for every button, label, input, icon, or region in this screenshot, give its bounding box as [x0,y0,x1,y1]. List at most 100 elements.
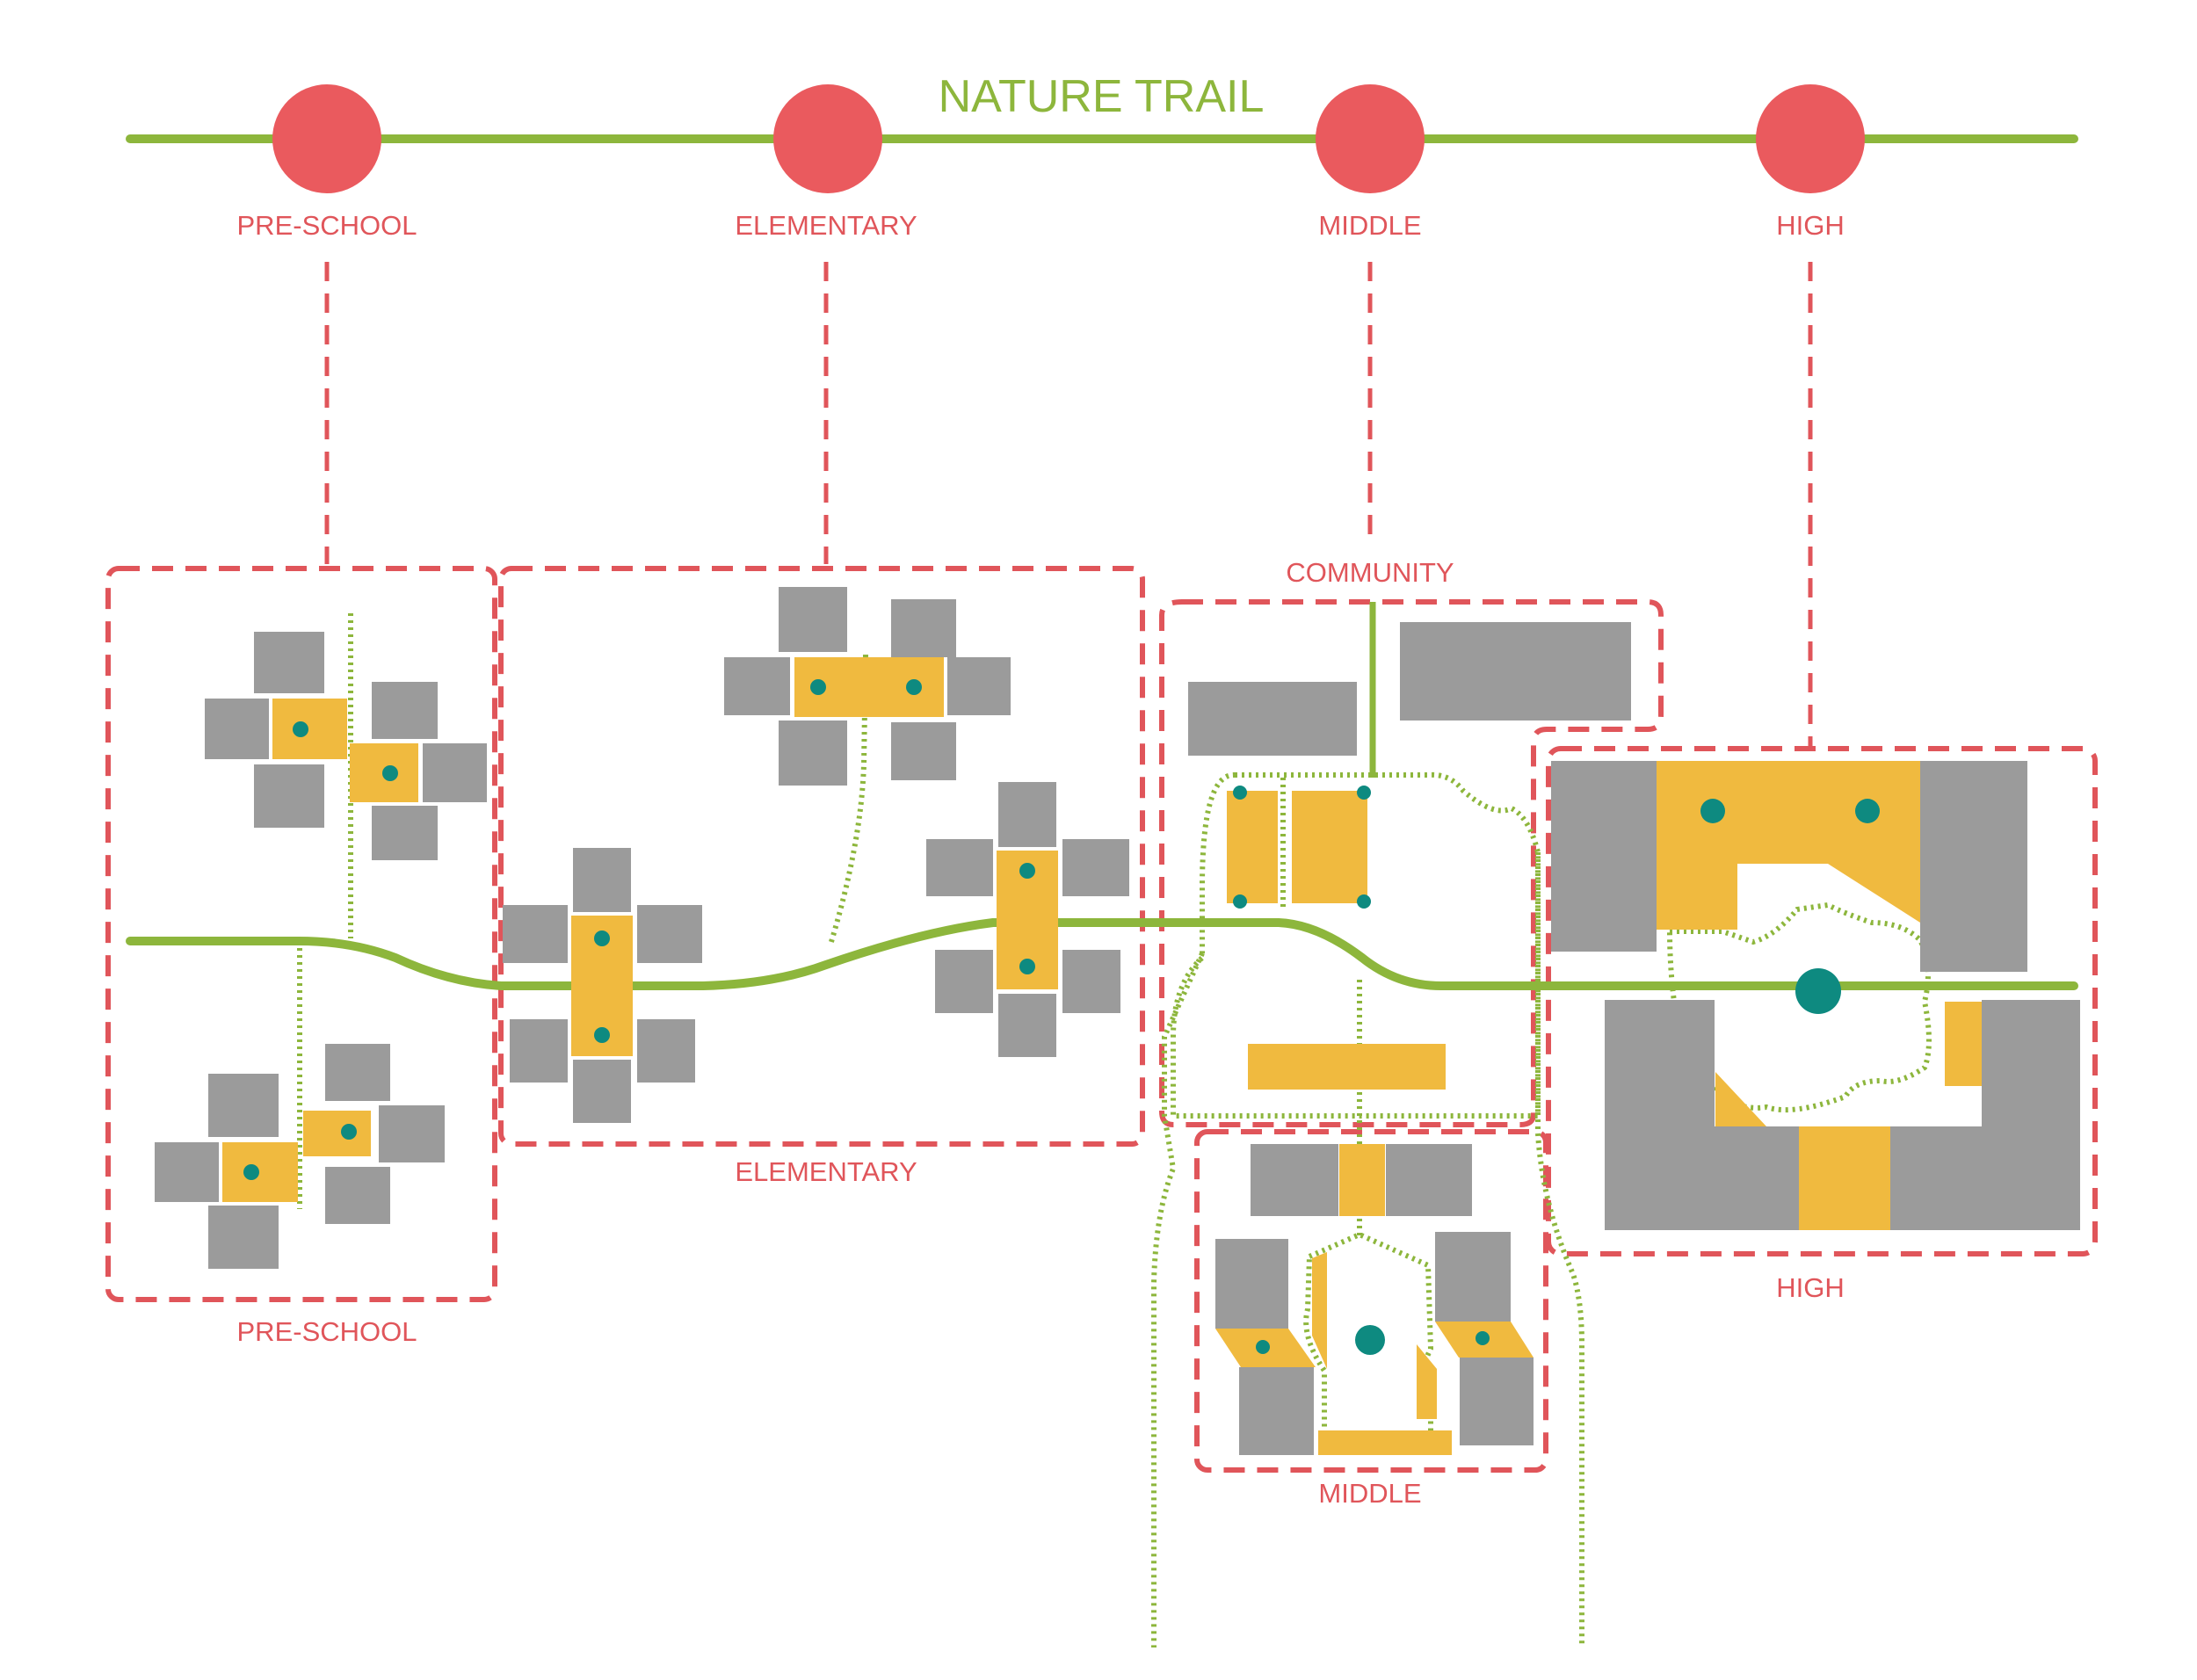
building [254,764,324,828]
building [779,721,847,786]
zone-community-border [1159,599,1664,1127]
common-space [1227,791,1278,903]
building [573,848,631,912]
activity-point [1256,1340,1270,1354]
zone-middle-border [1194,1129,1548,1473]
common-space [1339,1144,1385,1216]
building [998,994,1056,1057]
common-space [272,699,347,759]
activity-point [594,931,610,946]
building [208,1206,279,1269]
common-space [303,1111,371,1156]
building [891,722,956,780]
building [254,632,324,693]
activity-point [1019,863,1035,879]
building [947,657,1011,715]
middle-hub-point [1355,1325,1385,1355]
timeline-node-preschool[interactable] [272,84,381,193]
timeline-connectors [324,262,1813,749]
timeline-label-high: HIGH [1776,210,1845,241]
building [1239,1367,1314,1455]
building [325,1167,390,1224]
activity-point [341,1124,357,1140]
building [510,1019,568,1083]
zone-label-elementary: ELEMENTARY [735,1156,917,1187]
building [1400,622,1631,721]
timeline-node-middle[interactable] [1316,84,1425,193]
building [1605,1000,1715,1230]
path-high-loop [1666,902,1932,1113]
preschool-cluster-lower [155,1044,445,1269]
activity-point [382,765,398,781]
building [372,682,438,739]
building [1982,1000,2080,1230]
nature-trail-timeline: NATURE TRAIL PRE-SCHOOL ELEMENTARY MIDDL… [126,71,2078,241]
building [155,1142,219,1202]
building [1062,950,1120,1013]
timeline-node-elementary[interactable] [773,84,882,193]
timeline-node-high[interactable] [1756,84,1865,193]
building [503,905,568,963]
building [724,657,790,715]
building [208,1074,279,1137]
elementary-cluster-right [926,782,1129,1057]
building [1215,1239,1288,1329]
building [1460,1358,1534,1445]
building [1251,1144,1338,1216]
activity-point [1357,786,1371,800]
common-space [1292,791,1367,903]
common-space [1715,1072,1766,1126]
building [637,905,702,963]
elementary-cluster-left [503,848,702,1123]
common-space [1945,1002,1982,1086]
main-nature-trail [126,918,2078,990]
building [891,599,956,657]
building [325,1044,390,1101]
path-community-loop [1171,771,1541,1119]
activity-point [293,721,308,737]
activity-point [1233,786,1247,800]
building [1920,761,2027,972]
building [1890,1126,1982,1230]
community-zone [1188,602,1631,1090]
activity-point [906,679,922,695]
building [205,699,269,759]
zone-borders [105,566,2098,1473]
preschool-cluster-upper [205,632,487,860]
zone-label-community: COMMUNITY [1286,557,1454,588]
activity-point [810,679,826,695]
common-space [1248,1044,1446,1090]
building [1386,1144,1472,1216]
building [935,950,993,1013]
zone-high-border [1546,746,2098,1256]
building [998,782,1056,847]
building [423,743,487,802]
activity-point [1357,894,1371,909]
activity-point [1233,894,1247,909]
path-middle-loop [1303,1231,1434,1444]
building [573,1060,631,1123]
activity-point [594,1027,610,1043]
common-space [1657,761,1920,930]
zone-label-middle: MIDDLE [1318,1478,1421,1509]
timeline-label-elementary: ELEMENTARY [735,210,917,241]
path-elementary-upper [828,654,868,945]
building [926,839,993,896]
zone-label-high: HIGH [1776,1272,1845,1303]
building [637,1019,695,1083]
building [1435,1232,1511,1322]
common-space [1312,1252,1327,1369]
timeline-label-middle: MIDDLE [1318,210,1421,241]
high-hub-point [1795,968,1841,1014]
activity-point [1019,959,1035,974]
common-space [1318,1430,1452,1455]
activity-point [1855,799,1880,823]
common-space [1417,1344,1437,1419]
building [1551,761,1657,952]
building [379,1105,445,1162]
building [779,587,847,652]
activity-point [1700,799,1725,823]
zone-preschool-border [105,566,497,1302]
middle-school-zone [1215,1144,1534,1455]
building [1062,839,1129,896]
